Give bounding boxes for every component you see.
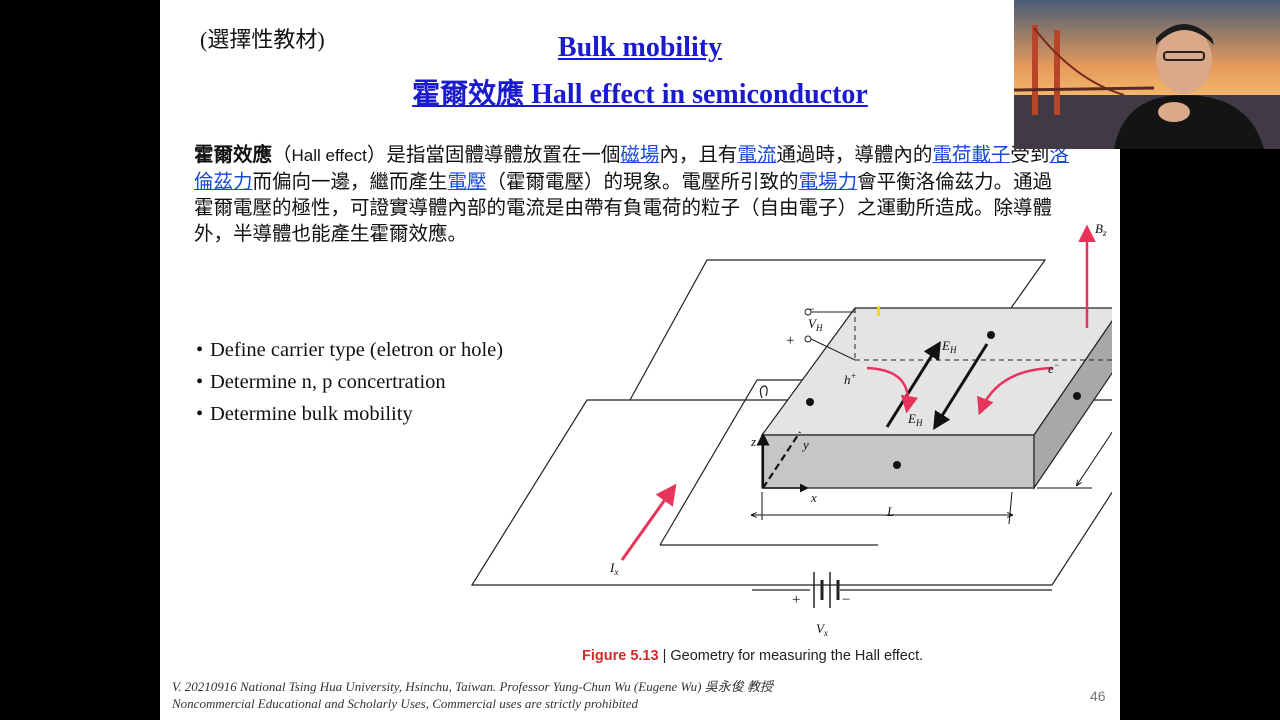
y-axis [762, 431, 801, 489]
presenter-webcam [1014, 0, 1280, 149]
link-current[interactable]: 電流 [737, 143, 777, 166]
link-electric-force[interactable]: 電場力 [798, 170, 858, 193]
svg-text:+: + [792, 592, 800, 608]
contact-dot [987, 331, 995, 339]
svg-text:−: − [806, 302, 814, 318]
term-english: Hall effect [291, 146, 367, 165]
text-fragment: ）是指當固體導體放置在一個 [366, 143, 621, 166]
slide: (選擇性教材) Bulk mobility 霍爾效應 Hall effect i… [160, 0, 1120, 720]
svg-text:VH: VH [808, 316, 823, 333]
svg-text:y: y [801, 437, 809, 452]
text-fragment: （ [272, 143, 292, 166]
svg-text:EH: EH [941, 338, 957, 355]
figure-caption-text: | Geometry for measuring the Hall effect… [659, 648, 924, 664]
footer-line1: V. 20210916 National Tsing Hua Universit… [172, 679, 773, 694]
back-wire-loop [629, 259, 1047, 401]
text-fragment: 而偏向一邊，繼而產生 [252, 170, 448, 193]
electron-deflection-arrow [977, 366, 1053, 416]
svg-text:Figure 5.13 | Geometry for mea: Figure 5.13 | Geometry for measuring the… [582, 648, 923, 664]
slide-footer: V. 20210916 National Tsing Hua Universit… [172, 678, 773, 712]
svg-text:Ix: Ix [609, 560, 618, 577]
slide-title-line1: Bulk mobility [557, 32, 723, 63]
slide-title-line2: 霍爾效應 Hall effect in semiconductor [412, 79, 868, 110]
contact-dot [806, 398, 814, 406]
list-item: • Determine n, p concertration [196, 366, 503, 398]
svg-text:h+: h+ [844, 371, 857, 387]
svg-text:−: − [842, 592, 850, 608]
bullet-text: Define carrier type (eletron or hole) [210, 339, 504, 361]
link-voltage[interactable]: 電壓 [447, 170, 487, 193]
bottom-wire-loop [470, 399, 1112, 586]
list-item: • Define carrier type (eletron or hole) [196, 334, 503, 366]
bullet-text: Determine bulk mobility [210, 403, 413, 425]
bullet-icon: • [196, 403, 204, 425]
sample-side-face [1033, 320, 1112, 490]
svg-text:Vx: Vx [816, 621, 828, 638]
text-fragment: 通過時，導體內的 [776, 143, 933, 166]
w-dimension [1077, 365, 1112, 485]
hall-effect-description: 霍爾效應（Hall effect）是指當固體導體放置在一個磁場內，且有電流通過時… [194, 142, 1070, 247]
link-charge-carrier[interactable]: 電荷載子 [932, 143, 1011, 166]
bullet-icon: • [196, 371, 204, 393]
list-item: • Determine bulk mobility [196, 398, 503, 430]
svg-text:z: z [750, 434, 756, 449]
contact-dot [1073, 392, 1081, 400]
footer-line2: Noncommercial Educational and Scholarly … [172, 696, 639, 711]
page-number: 46 [1090, 688, 1106, 704]
svg-text:Bz: Bz [1095, 221, 1107, 238]
svg-text:+: + [786, 333, 794, 349]
svg-text:x: x [810, 490, 817, 505]
svg-text:e−: e− [1048, 360, 1060, 376]
ix-arrow [620, 483, 677, 561]
text-fragment: （霍爾電壓）的現象。電壓所引致的 [486, 170, 799, 193]
svg-text:L: L [886, 504, 894, 519]
figure-caption-label: Figure 5.13 [582, 648, 659, 664]
webcam-video-feed [1014, 0, 1280, 149]
text-fragment: 內，且有 [659, 143, 738, 166]
bullet-icon: • [196, 339, 204, 361]
bullet-list: • Define carrier type (eletron or hole) •… [196, 334, 503, 430]
text-fragment: 會平衡洛倫茲力。通過霍爾電壓的極性，可證實導體內部的電流是由帶有負電荷的粒子（自… [194, 170, 1053, 245]
contact-dot [893, 461, 901, 469]
svg-text:EH: EH [907, 411, 923, 428]
term-hall-effect: 霍爾效應 [194, 143, 273, 166]
eh-arrow-down [933, 343, 989, 431]
link-magnetic-field[interactable]: 磁場 [620, 143, 660, 166]
bullet-text: Determine n, p concertration [210, 371, 446, 393]
hole-deflection-arrow [866, 366, 919, 414]
eh-arrow-up [885, 340, 941, 428]
optional-material-tag: (選擇性教材) [200, 27, 325, 52]
hall-effect-figure: Bz VH Vx Ix EH EH h+ e− d W L z y x − + … [470, 221, 1112, 664]
